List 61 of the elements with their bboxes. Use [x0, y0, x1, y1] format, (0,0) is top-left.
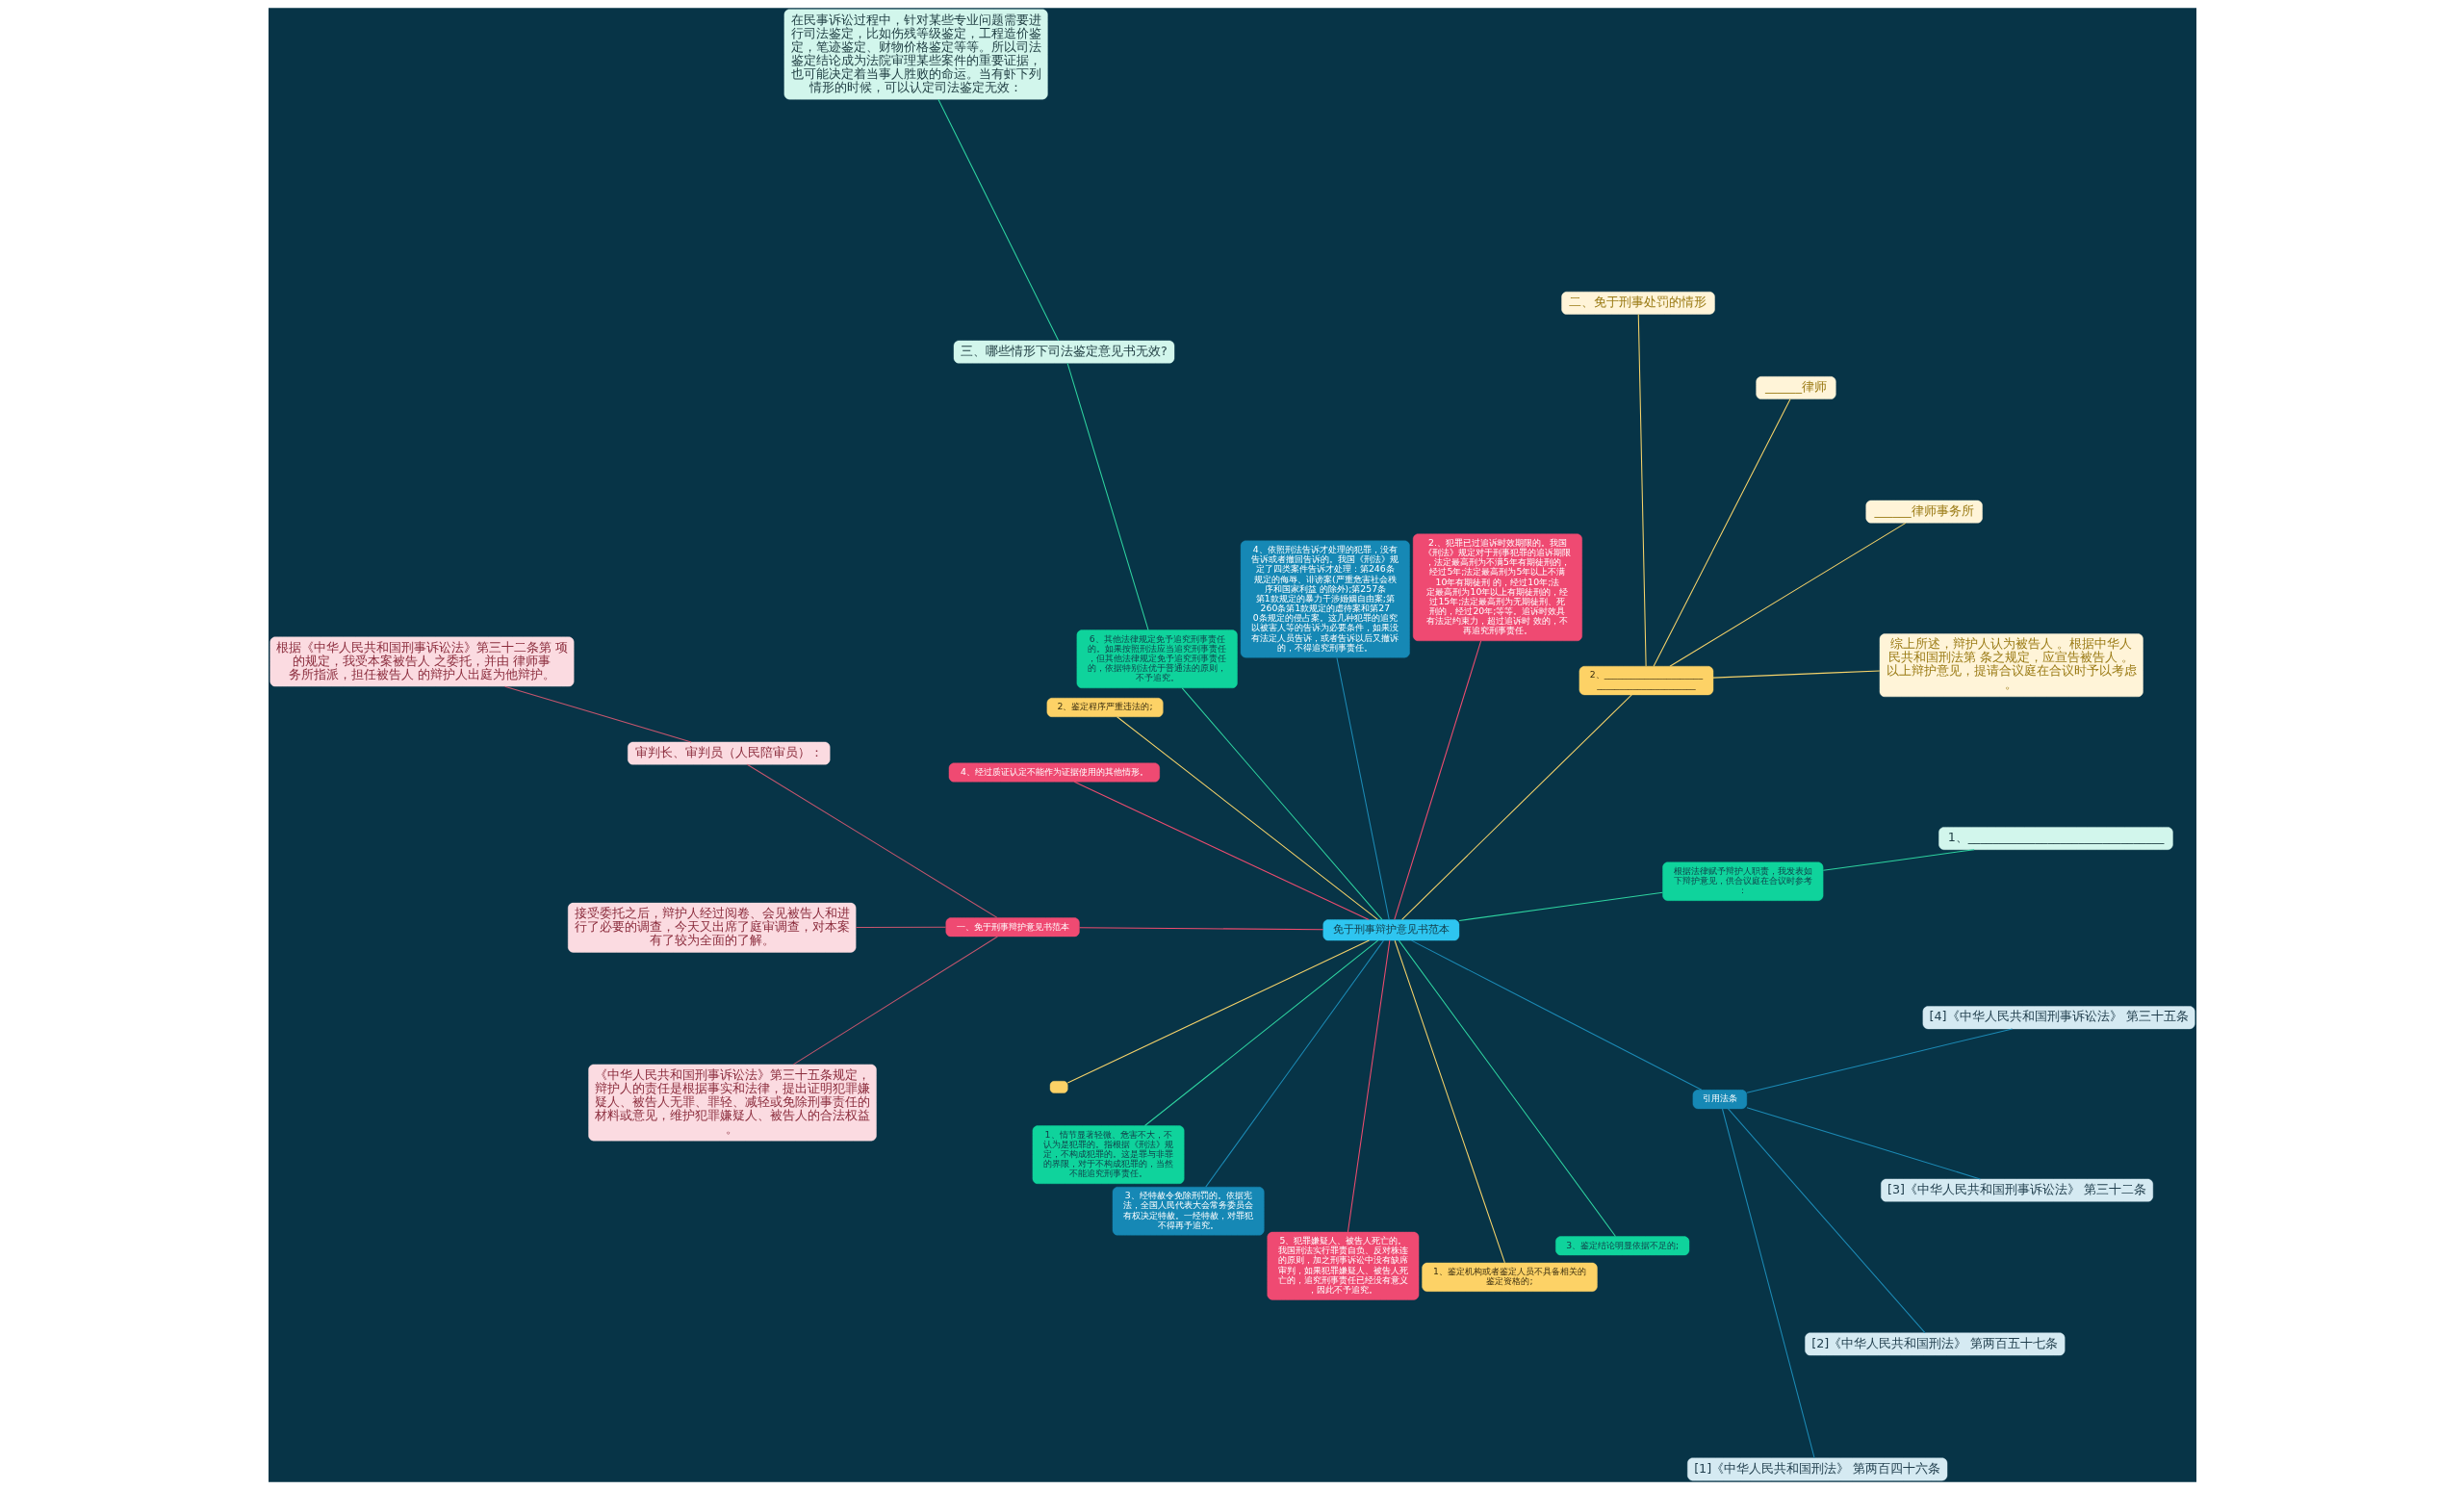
- connector: [1078, 927, 1323, 931]
- node-box: 综上所述，辩护人认为被告人 。根据中华人民共和国刑法第 条之规定，应宣告被告人 。以上辩护意见，提请合议庭在合议时予以考虑。: [1879, 633, 2143, 698]
- node-box: 接受委托之后，辩护人经过阅卷、会见被告人和进行了必要的调查，今天又出席了庭审调查，对本案有了较为全面的了解。: [567, 902, 856, 953]
- connector: [1745, 1028, 2013, 1093]
- node-box: 6、其他法律规定免予追究刑事责任的。如果按照刑法应当追究刑事责任，但其他法律规定免予追究刑事责任的，依据特别法优于普通法的原则，不予追究。: [1076, 629, 1238, 689]
- connector: [1668, 522, 1906, 667]
- connector: [1393, 640, 1481, 920]
- connector: [1745, 1107, 1981, 1180]
- node-box: [4]《中华人民共和国刑事诉讼法》 第三十五条: [1922, 1006, 2194, 1030]
- node-box: 二、免于刑事处罚的情形: [1560, 291, 1715, 315]
- connector: [1727, 1108, 1925, 1334]
- connector: [855, 926, 946, 929]
- connector: [1637, 314, 1647, 667]
- node-box: [1049, 1081, 1067, 1093]
- node-box: 2、鉴定程序严重违法的;: [1046, 698, 1163, 717]
- node-box: 4、依照刑法告诉才处理的犯罪，没有告诉或者撤回告诉的。我国《刑法》规定了四类案件告诉才处理：第246条规定的侮辱、诽谤案(严重危害社会秩序和国家利益 的除外);第257条第1款规定的暴力干涉婚姻自由案;第260条第1款规定的虐待案和第270条规定的侵占案。这几种犯罪的追究以被害人等的告诉为必要条件，如果没有法定人员告诉，或者告诉以后又撤诉的，不得追究刑事责任。: [1240, 540, 1410, 658]
- node-box: 根据《中华人民共和国刑事诉讼法》第三十二条第 项的规定，我受本案被告人 之委托，并由 律师事务所指派，担任被告人 的辩护人出庭为他辩护。: [270, 636, 574, 687]
- connector: [503, 685, 692, 743]
- connector: [1066, 939, 1370, 1084]
- connector: [1458, 891, 1663, 922]
- connector: [1400, 694, 1632, 920]
- node-box: 3、鉴定结论明显依据不足的;: [1554, 1236, 1689, 1256]
- node-box: 《中华人民共和国刑事诉讼法》第三十五条规定，辩护人的责任是根据事实和法律，提出证明犯罪嫌疑人、被告人无罪、罪轻、减轻或免除刑事责任的材料或意见，维护犯罪嫌疑人、被告人的合法权益。: [587, 1064, 877, 1142]
- connector: [1712, 670, 1880, 679]
- connector: [1204, 939, 1384, 1188]
- connector: [1653, 398, 1790, 667]
- connector: [937, 98, 1059, 342]
- node-box: 2、____________________________________________: [1578, 666, 1713, 696]
- node-box: 1、鉴定机构或者鉴定人员不具备相关的鉴定资格的;: [1421, 1262, 1598, 1292]
- connector: [1822, 849, 1975, 871]
- node-box: 1、________________________________: [1938, 827, 2173, 850]
- connector: [1721, 1108, 1815, 1459]
- node-box: [3]《中华人民共和国刑事诉讼法》 第三十二条: [1880, 1178, 2153, 1202]
- node-box: 在民事诉讼过程中，针对某些专业问题需要进行司法鉴定，比如伤残等级鉴定，工程造价鉴定，笔迹鉴定、财物价格鉴定等等。所以司法鉴定结论成为法院审理某些案件的重要证据，也可能决定着当事人胜败的命运。当有虾下列情形的时候，可以认定司法鉴定无效：: [783, 9, 1048, 100]
- node-box: ______律师事务所: [1865, 500, 1983, 524]
- node-box: 根据法律赋予辩护人职责，我发表如下辩护意见，供合议庭在合议时参考：: [1661, 861, 1823, 901]
- node-box: 3、经特赦令免除刑罚的。依据宪法，全国人民代表大会常务委员会有权决定特赦。一经特赦，对罪犯不得再予追究。: [1112, 1186, 1264, 1236]
- connector: [1347, 939, 1390, 1233]
- node-box: 免于刑事辩护意见书范本: [1322, 919, 1459, 941]
- connector: [1398, 939, 1616, 1237]
- connector: [1066, 362, 1149, 631]
- node-box: 5、犯罪嫌疑人、被告人死亡的。我国刑法实行罪责自负、反对株连的原则，加之刑事诉讼中没有缺席审判，如果犯罪嫌疑人、被告人死亡的，追究刑事责任已经没有意义，因此不予追究。: [1267, 1231, 1419, 1300]
- connector: [746, 763, 998, 918]
- connector: [792, 936, 998, 1066]
- node-box: [2]《中华人民共和国刑法》 第两百五十七条: [1804, 1332, 2065, 1356]
- connector: [1394, 939, 1505, 1264]
- connector: [1116, 716, 1378, 920]
- connector: [1181, 687, 1383, 920]
- connector: [1073, 781, 1370, 920]
- node-box: [1]《中华人民共和国刑法》 第两百四十六条: [1686, 1457, 1947, 1481]
- node-box: 三、哪些情形下司法鉴定意见书无效?: [953, 340, 1174, 364]
- node-box: 一、免于刑事辩护意见书范本: [945, 917, 1080, 938]
- node-box: ______律师: [1755, 376, 1836, 399]
- node-box: 4、经过质证认定不能作为证据使用的其他情形。: [948, 762, 1160, 783]
- connector: [1410, 939, 1702, 1091]
- connector: [1335, 656, 1390, 920]
- node-box: 引用法条: [1692, 1090, 1747, 1110]
- node-box: 审判长、审判员（人民陪审员）：: [627, 741, 830, 765]
- node-box: 2.、犯罪已过追诉时效期限的。我国《刑法》规定对于刑事犯罪的追诉期限，法定最高刑为不满5年有期徒刑的，经过5年;法定最高刑为5年以上不满10年有期徒刑 的，经过10年;法定最高刑为10年以上有期徒刑的，经过15年;法定最高刑为无期徒刑、死刑的，经过20年;等等。追诉时效具有法定约束力，超过追诉时 效的，不再追究刑事责任。: [1412, 533, 1582, 642]
- node-box: 1、情节显著轻微、危害不大，不认为是犯罪的。指根据《刑法》规定，不构成犯罪的。这是罪与非罪的界限，对于不构成犯罪的，当然不能追究刑事责任。: [1032, 1125, 1184, 1184]
- connector: [1143, 939, 1378, 1127]
